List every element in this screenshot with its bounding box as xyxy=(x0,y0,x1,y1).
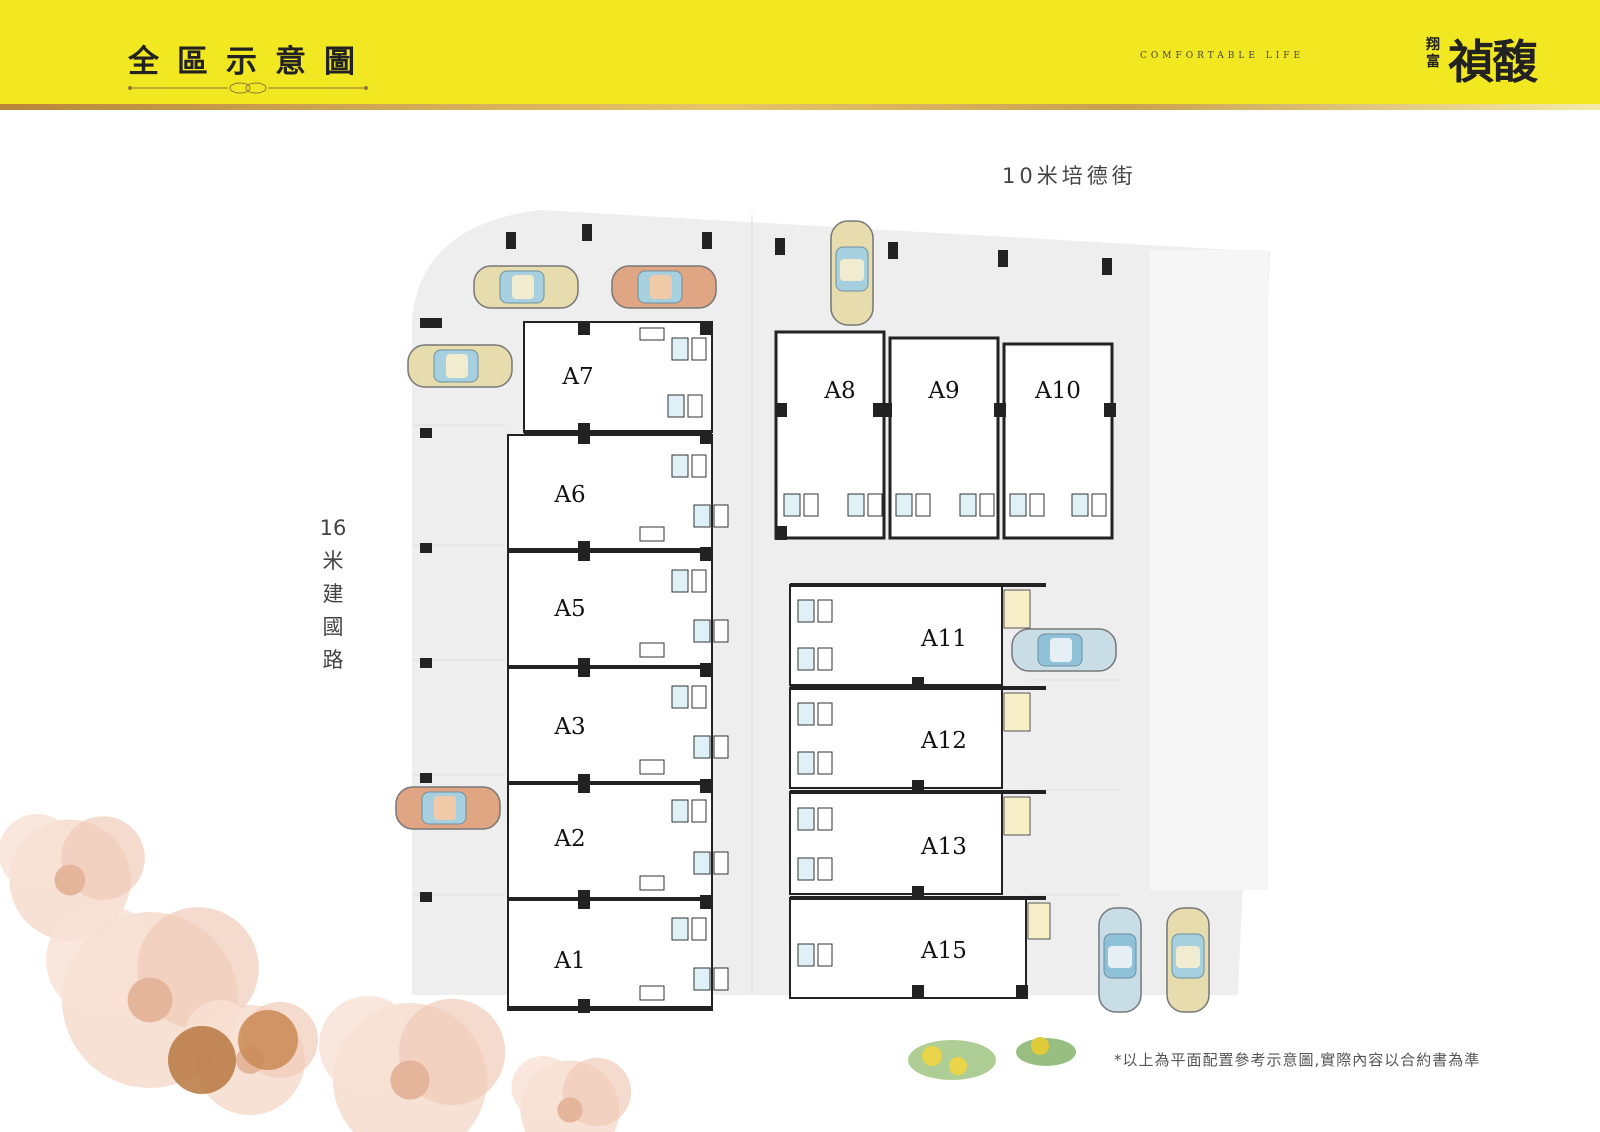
unit-label: A8 xyxy=(823,378,855,404)
tagline: COMFORTABLE LIFE xyxy=(1140,51,1305,61)
header-gold-line xyxy=(0,104,1600,110)
unit-label: A5 xyxy=(553,596,585,622)
brand-logo: 禎馥 xyxy=(1448,35,1538,89)
unit-label: A9 xyxy=(927,378,959,404)
unit-A15[interactable]: A15 xyxy=(789,896,1051,999)
unit-label: A6 xyxy=(553,482,585,508)
car-icon xyxy=(611,265,717,309)
title-ornament xyxy=(128,82,368,94)
unit-A11[interactable]: A11 xyxy=(789,583,1046,691)
unit-A10[interactable]: A10 xyxy=(994,342,1116,540)
page-title: 全區示意圖 xyxy=(128,44,373,80)
unit-label: A13 xyxy=(920,834,967,860)
unit-A2[interactable]: A2 xyxy=(507,779,729,904)
car-icon xyxy=(830,220,874,326)
unit-A1[interactable]: A1 xyxy=(507,895,729,1013)
car-icon xyxy=(395,786,501,830)
street-label-top: 10米培德街 xyxy=(1002,164,1137,188)
unit-A9[interactable]: A9 xyxy=(880,336,1006,540)
unit-label: A3 xyxy=(553,714,585,740)
brand-developer: 翔富 xyxy=(1426,37,1440,70)
east-lane xyxy=(1150,250,1268,890)
unit-A8[interactable]: A8 xyxy=(774,330,886,540)
car-icon xyxy=(407,344,513,388)
unit-label: A11 xyxy=(920,626,967,652)
flower-decoration xyxy=(0,814,632,1132)
unit-label: A2 xyxy=(553,826,585,852)
car-icon xyxy=(1166,907,1210,1013)
unit-A5[interactable]: A5 xyxy=(507,547,729,672)
disclaimer: *以上為平面配置參考示意圖,實際內容以合約書為準 xyxy=(1114,1051,1481,1069)
unit-A13[interactable]: A13 xyxy=(789,790,1046,900)
unit-A12[interactable]: A12 xyxy=(789,686,1046,794)
shrub-decoration xyxy=(908,1037,1076,1080)
unit-label: A7 xyxy=(561,364,593,390)
car-icon xyxy=(1011,628,1117,672)
street-label-left: 16米建國路 xyxy=(319,516,347,672)
unit-label: A15 xyxy=(920,938,967,964)
unit-A7[interactable]: A7 xyxy=(523,321,713,437)
unit-label: A1 xyxy=(553,948,585,974)
unit-label: A12 xyxy=(920,728,967,754)
unit-A3[interactable]: A3 xyxy=(507,663,729,788)
unit-A6[interactable]: A6 xyxy=(507,430,729,555)
car-icon xyxy=(473,265,579,309)
unit-label: A10 xyxy=(1034,378,1081,404)
car-icon xyxy=(1098,907,1142,1013)
header-bar xyxy=(0,0,1600,108)
